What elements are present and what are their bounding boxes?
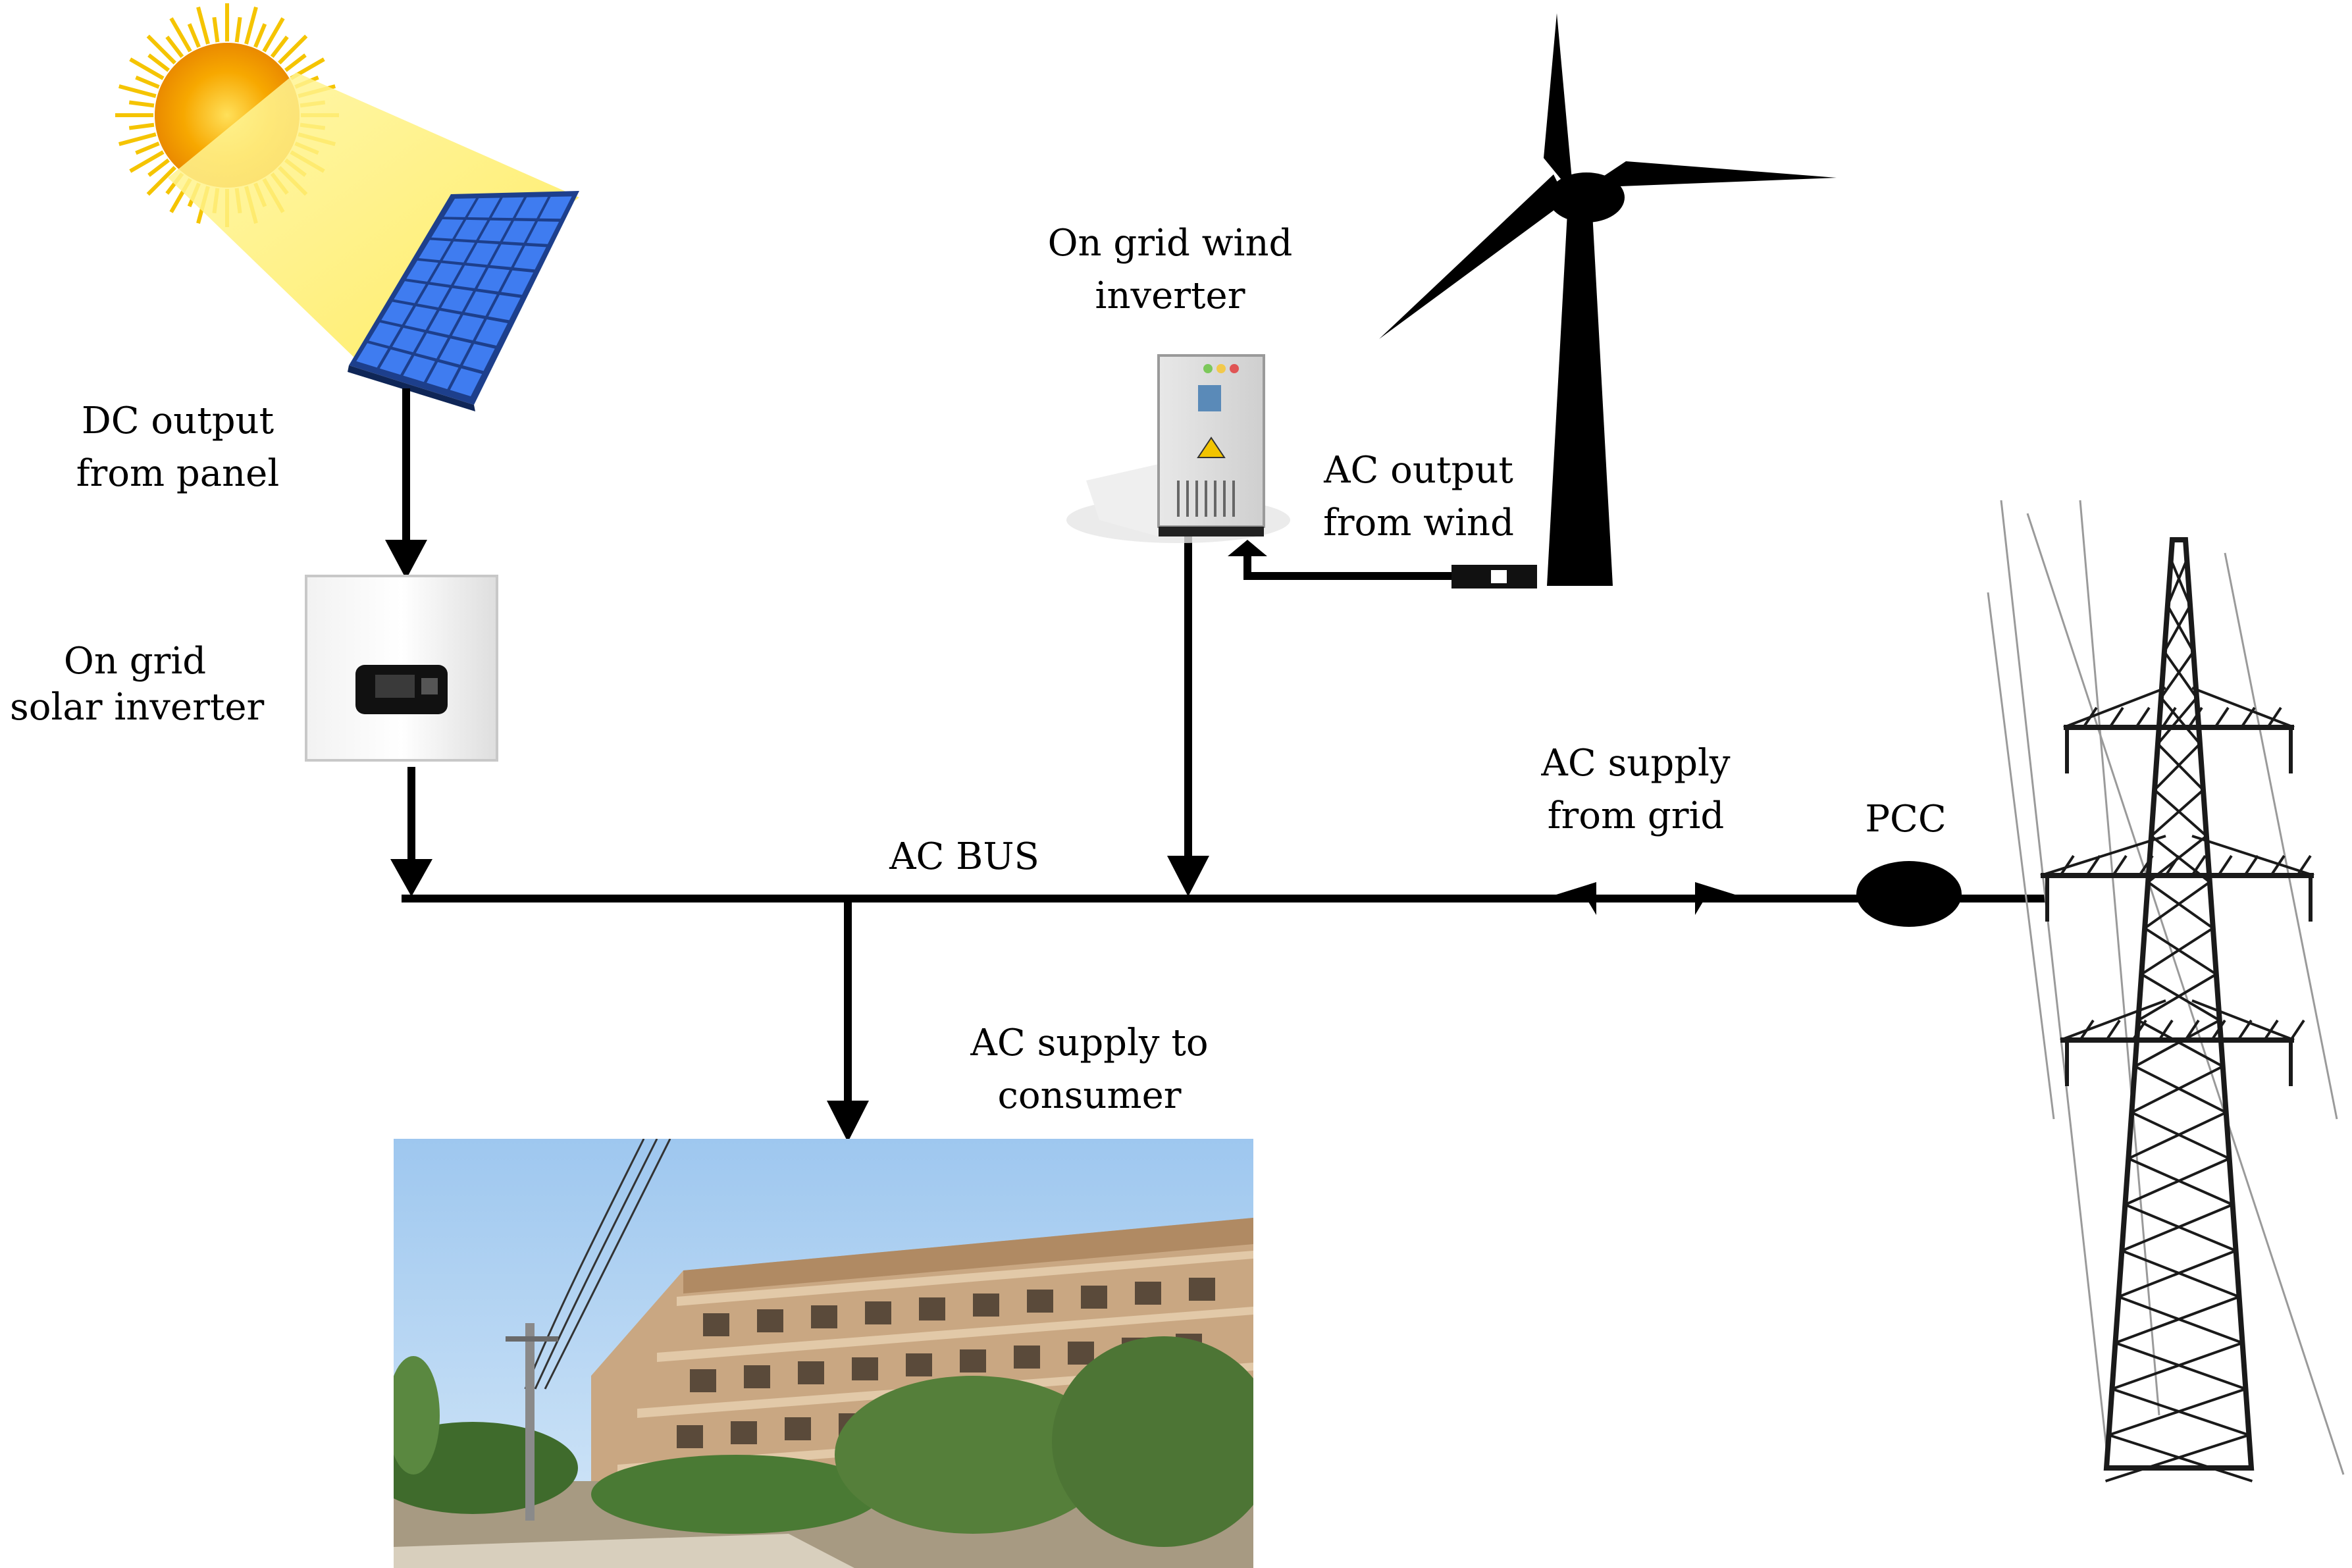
ac-supply-grid-label-line1: AC supply (1541, 742, 1731, 785)
solar-panel-icon (348, 191, 579, 411)
dc-output-label-line2: from panel (76, 452, 280, 495)
ac-supply-grid-label-line2: from grid (1547, 795, 1725, 837)
consumer-building-photo (394, 1139, 1253, 1568)
wind-inverter-label: On grid wind inverter (1017, 217, 1323, 323)
building-illustration (394, 1139, 1253, 1568)
ac-supply-consumer-label-line2: consumer (997, 1074, 1182, 1117)
solar-inverter-label: On grid solar inverter (10, 639, 265, 731)
ac-bus-label-text: AC BUS (889, 835, 1039, 878)
pcc-node (1856, 861, 1962, 927)
wind-output-line (1243, 550, 1455, 580)
wind-inverter-cabinet-icon (1066, 354, 1290, 543)
solar-to-bus-arrow (390, 859, 432, 897)
transmission-tower-icon (1987, 500, 2345, 1482)
ac-supply-grid-label: AC supply from grid (1524, 737, 1748, 843)
wind-inverter-label-line1: On grid wind (1047, 222, 1293, 265)
consumer-supply-arrow (827, 1101, 869, 1142)
wind-inverter-to-bus-arrow (1167, 856, 1209, 897)
ac-output-wind-label-line2: from wind (1323, 502, 1514, 544)
solar-inverter-label-line2: solar inverter (10, 686, 265, 729)
grid-arrow-left (1544, 882, 1596, 915)
dc-output-label: DC output from panel (63, 395, 293, 500)
grid-arrow-right (1695, 882, 1748, 915)
ac-bus-label: AC BUS (859, 831, 1070, 883)
pcc-label-text: PCC (1865, 798, 1947, 841)
solar-inverter-label-line1: On grid (63, 640, 207, 683)
solar-inverter-icon (305, 575, 498, 762)
wind-turbine-icon (1379, 13, 1837, 586)
pcc-label: PCC (1843, 793, 1968, 846)
ac-supply-consumer-label-line1: AC supply to (970, 1022, 1209, 1064)
ac-supply-consumer-label: AC supply to consumer (935, 1017, 1244, 1122)
light-beam (168, 72, 579, 359)
ac-output-wind-label: AC output from wind (1297, 444, 1540, 550)
wind-inverter-label-line2: inverter (1095, 274, 1245, 317)
ac-output-wind-label-line1: AC output (1324, 449, 1513, 492)
dc-output-label-line1: DC output (81, 400, 274, 442)
